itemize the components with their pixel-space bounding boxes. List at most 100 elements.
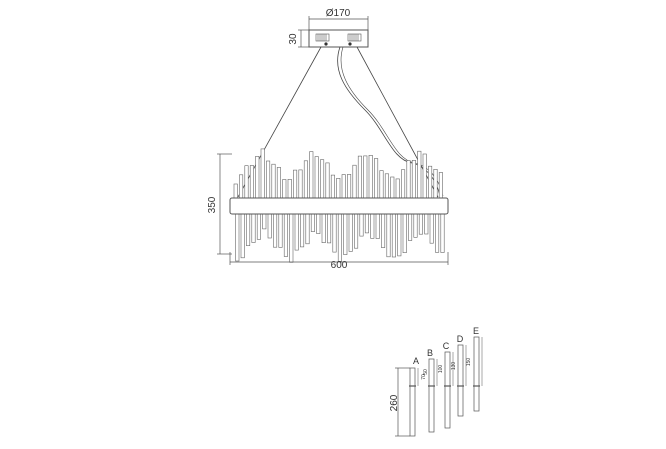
crystal-rod: [251, 213, 256, 243]
crystal-rod: [320, 159, 325, 199]
rod-e: E 150: [466, 326, 483, 412]
rod-e-letter: E: [473, 326, 479, 336]
crystal-rod: [282, 179, 287, 199]
crystal-rod: [240, 213, 245, 259]
crystal-rod: [321, 213, 326, 244]
crystal-rod: [390, 176, 395, 199]
rods-lower: [235, 213, 445, 263]
crystal-rod: [303, 160, 308, 199]
crystal-rod: [435, 213, 440, 253]
crystal-rod: [273, 213, 278, 248]
crystal-rod: [305, 213, 310, 245]
canopy-vent-right: [347, 33, 362, 42]
rod-length-dimension: [395, 367, 410, 437]
rod-c-length: 100: [438, 365, 444, 374]
crystal-rod: [300, 213, 305, 248]
crystal-rod: [357, 155, 362, 199]
crystal-rod: [411, 160, 416, 199]
crystal-rod: [397, 213, 402, 257]
crystal-rod: [327, 213, 332, 244]
canopy-height-dimension: [298, 29, 309, 48]
crystal-rod: [336, 178, 341, 199]
body-height-label: 350: [207, 196, 218, 213]
rod-d-letter: D: [457, 334, 464, 344]
crystal-rod: [343, 213, 348, 255]
crystal-rod: [428, 165, 433, 199]
crystal-rod: [381, 213, 386, 248]
crystal-rod: [384, 173, 389, 199]
rod-a-letter: A: [413, 356, 419, 366]
rod-c: C 100: [438, 341, 454, 429]
crystal-rod: [417, 150, 422, 199]
crystal-rod: [267, 213, 272, 239]
body-width-label: 600: [331, 260, 348, 271]
crystal-rod: [424, 213, 429, 235]
canopy: [308, 29, 369, 48]
crystal-rod: [391, 213, 396, 258]
crystal-rod: [260, 148, 265, 199]
crystal-rod: [374, 158, 379, 199]
body-width-dimension: [229, 252, 449, 265]
rod-b-letter: B: [427, 348, 433, 358]
crystal-rod: [359, 213, 364, 237]
rod-b: B 50: [423, 348, 438, 433]
crystal-rod: [408, 213, 413, 241]
crystal-rod: [422, 153, 427, 199]
crystal-rod: [233, 183, 238, 199]
crystal-rod: [256, 213, 261, 240]
rod-a: A 70: [409, 356, 427, 437]
crystal-rod: [235, 213, 240, 262]
power-cord: [337, 46, 441, 197]
crystal-rod: [309, 151, 314, 199]
crystal-rod: [370, 213, 375, 239]
rod-b-length: 50: [423, 369, 429, 375]
crystal-rod: [364, 213, 369, 234]
crystal-rod: [330, 174, 335, 199]
canopy-diameter-dimension: [308, 16, 369, 30]
canopy-vent-left: [315, 33, 330, 42]
crystal-rod: [379, 170, 384, 199]
central-bar: [229, 197, 449, 215]
crystal-rod: [433, 169, 438, 199]
crystal-rod: [352, 164, 357, 199]
crystal-rod: [310, 213, 315, 232]
crystal-rod: [402, 213, 407, 254]
crystal-rod: [401, 169, 406, 199]
body-height-dimension: [217, 153, 232, 255]
crystal-rod: [255, 156, 260, 199]
canopy-height-label: 30: [288, 33, 299, 45]
crystal-rod: [271, 163, 276, 199]
rod-c-letter: C: [443, 341, 450, 351]
crystal-rod: [438, 172, 443, 199]
crystal-rod: [289, 213, 294, 263]
crystal-rod: [244, 165, 249, 199]
rod-d-length: 130: [451, 362, 457, 371]
crystal-rod: [375, 213, 380, 239]
crystal-rod: [337, 213, 342, 262]
crystal-rod: [418, 213, 423, 235]
crystal-rod: [348, 213, 353, 252]
crystal-rod: [406, 160, 411, 199]
crystal-rod: [368, 155, 373, 199]
crystal-rod: [332, 213, 337, 253]
rod-a-length: 70: [421, 374, 427, 380]
crystal-rod: [262, 213, 267, 230]
crystal-rod: [294, 213, 299, 251]
crystal-rod: [266, 160, 271, 199]
crystal-rod: [429, 213, 434, 244]
crystal-rod: [293, 169, 298, 199]
crystal-rod: [440, 213, 445, 253]
crystal-rod: [278, 213, 283, 248]
crystal-rod: [395, 178, 400, 199]
canopy-screw-right: [348, 42, 352, 46]
rod-detail: 260 A 70 B 50 C 100: [389, 326, 483, 437]
crystal-rod: [276, 167, 281, 199]
crystal-rod: [246, 213, 251, 247]
crystal-rod: [354, 213, 359, 249]
crystal-rod: [298, 169, 303, 199]
crystal-rod: [287, 179, 292, 199]
crystal-rod: [249, 165, 254, 199]
crystal-rod: [413, 213, 418, 238]
crystal-rod: [347, 174, 352, 199]
